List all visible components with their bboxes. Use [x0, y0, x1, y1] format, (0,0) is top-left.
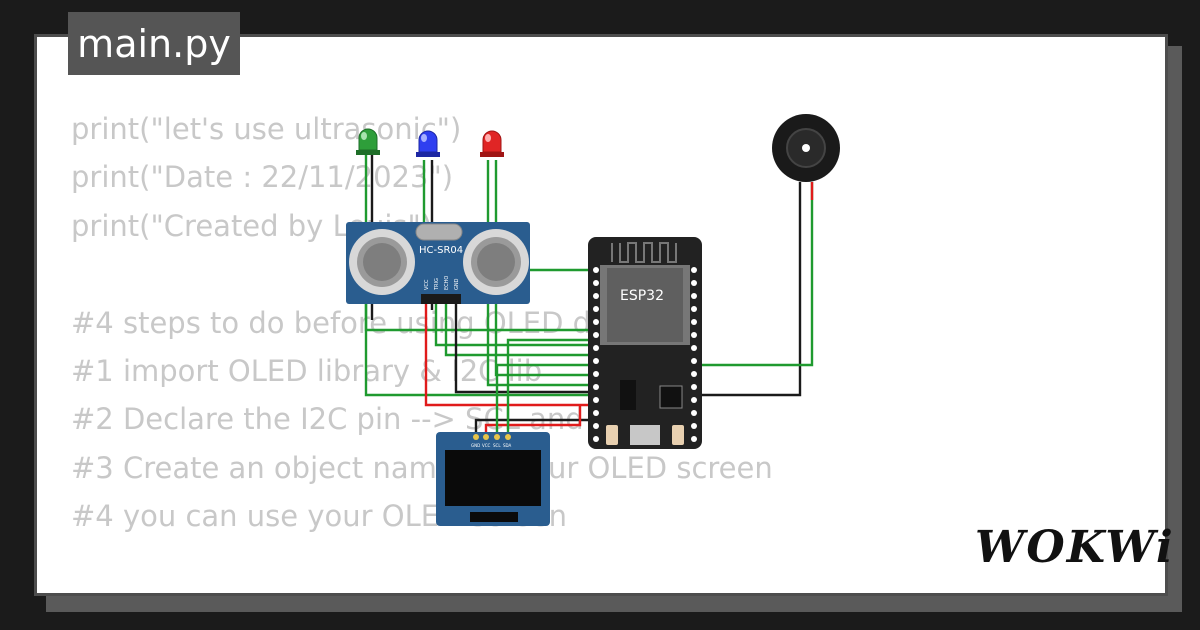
- wire-buzzer-pos: [700, 182, 814, 367]
- code-line: print("let's use ultrasonic"): [71, 112, 462, 146]
- led-blue[interactable]: [416, 130, 440, 157]
- wire-us-trig: [434, 300, 596, 347]
- esp32-right-pins: [691, 267, 697, 442]
- wire-oled-scl: [495, 363, 596, 437]
- wire-us-vcc: [424, 300, 596, 407]
- oled-pin-sda: SDA: [503, 443, 512, 448]
- wire-oled-sda: [506, 338, 596, 437]
- esp32-label: ESP32: [620, 288, 664, 304]
- wire-oled-gnd: [474, 418, 596, 437]
- esp32-left-pins: [593, 267, 599, 442]
- led-green[interactable]: [356, 128, 380, 155]
- esp32-board[interactable]: ESP32: [588, 237, 702, 449]
- file-tab[interactable]: main.py: [68, 12, 240, 75]
- oled-pin-gnd: GND: [471, 443, 480, 448]
- ultrasonic-label: HC-SR04: [419, 245, 463, 256]
- oled-pin-labels: GND VCC SCL SDA: [471, 443, 512, 448]
- ultrasonic-sensor[interactable]: HC-SR04 VCC TRIG ECHO GND: [346, 222, 530, 304]
- ultrasonic-pin-vcc: VCC: [424, 279, 430, 290]
- oled-pin-scl: SCL: [493, 443, 501, 448]
- wokwi-logo: WOKWi: [975, 522, 1175, 573]
- buzzer[interactable]: [772, 114, 840, 182]
- wire-oled-vcc: [484, 405, 582, 437]
- ultrasonic-pin-gnd: GND: [454, 278, 460, 290]
- ultrasonic-pin-labels: VCC TRIG ECHO GND: [424, 276, 460, 291]
- oled-display[interactable]: GND VCC SCL SDA: [436, 432, 550, 526]
- led-red[interactable]: [480, 130, 504, 157]
- ultrasonic-pin-echo: ECHO: [444, 276, 450, 290]
- ultrasonic-pin-trig: TRIG: [434, 278, 440, 291]
- oled-pin-vcc: VCC: [482, 443, 491, 448]
- file-tab-label: main.py: [77, 21, 231, 66]
- wire-us-gnd: [454, 300, 596, 394]
- wire-us-echo: [444, 300, 596, 357]
- wire-buzzer-neg: [700, 182, 802, 397]
- oled-pins: [473, 434, 511, 440]
- code-line: print("Date : 22/11/2023"): [71, 160, 454, 195]
